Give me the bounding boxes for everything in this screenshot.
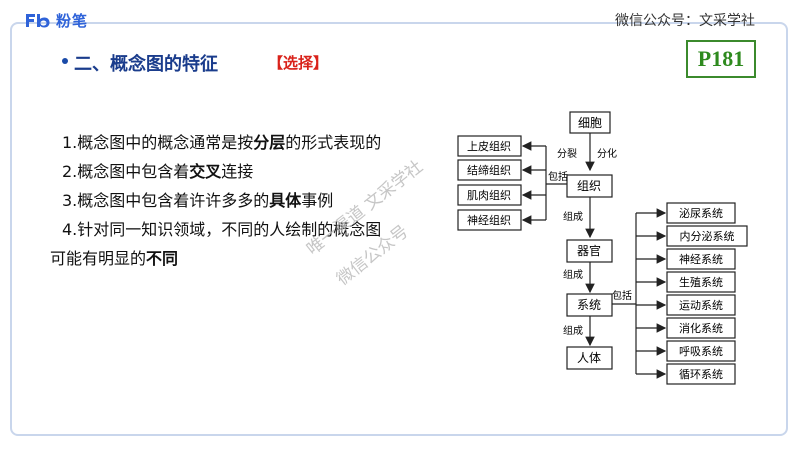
node-system-digestive: 消化系统 — [666, 317, 736, 339]
feature-list: 1.概念图中的概念通常是按分层的形式表现的 2.概念图中包含着交叉连接 3.概念… — [50, 128, 460, 273]
feature-item-4: 4.针对同一知识领域，不同的人绘制的概念图 — [62, 220, 382, 239]
svg-text:生殖系统: 生殖系统 — [679, 275, 723, 289]
question-type-tag: 【选择】 — [268, 54, 329, 72]
feature-item-2: 2.概念图中包含着交叉连接 — [62, 162, 254, 181]
svg-text:结缔组织: 结缔组织 — [467, 163, 511, 177]
svg-text:器官: 器官 — [577, 243, 601, 258]
logo-text: 粉笔 — [56, 11, 89, 30]
node-system-endocrine: 内分泌系统 — [666, 225, 748, 247]
node-tissue-muscle: 肌肉组织 — [457, 184, 522, 206]
svg-text:内分泌系统: 内分泌系统 — [680, 229, 735, 243]
fb-logo-icon — [26, 14, 50, 28]
brand-logo: 粉笔 — [24, 8, 88, 32]
svg-text:呼吸系统: 呼吸系统 — [679, 345, 723, 358]
node-system: 系统 — [566, 293, 613, 317]
edge-label-differentiate: 分化 — [597, 147, 617, 160]
svg-text:循环系统: 循环系统 — [679, 368, 723, 381]
edge-label-form-2: 组成 — [563, 268, 583, 281]
wechat-label: 微信公众号：文采学社 — [615, 13, 755, 29]
keyword-bold: 不同 — [146, 249, 179, 268]
edge-label-split: 分裂 — [557, 147, 577, 160]
node-tissue-nerve: 神经组织 — [457, 209, 522, 231]
edge-label-form-3: 组成 — [563, 324, 583, 337]
svg-text:上皮组织: 上皮组织 — [467, 139, 511, 153]
svg-text:运动系统: 运动系统 — [679, 299, 723, 312]
svg-text:组织: 组织 — [577, 179, 601, 193]
feature-item-3: 3.概念图中包含着许许多多的具体事例 — [62, 191, 334, 210]
keyword-bold: 具体 — [269, 191, 302, 210]
node-tissue-epithelial: 上皮组织 — [457, 135, 522, 157]
keyword-bold: 交叉 — [189, 162, 222, 181]
node-system-locomotor: 运动系统 — [666, 294, 736, 316]
node-system-circulatory: 循环系统 — [666, 363, 736, 385]
svg-text:人体: 人体 — [577, 351, 601, 365]
node-system-urinary: 泌尿系统 — [666, 202, 736, 224]
edge-label-include-tissue: 包括 — [548, 170, 568, 183]
node-system-reproductive: 生殖系统 — [666, 271, 736, 293]
edge-label-form-1: 组成 — [563, 210, 583, 223]
svg-text:细胞: 细胞 — [578, 116, 602, 130]
svg-text:神经组织: 神经组织 — [467, 213, 511, 227]
svg-text:泌尿系统: 泌尿系统 — [679, 207, 723, 220]
svg-text:系统: 系统 — [577, 298, 601, 312]
node-tissue-connective: 结缔组织 — [457, 159, 522, 181]
feature-item-4-cont: 可能有明显的不同 — [50, 249, 179, 268]
page-label: P181 — [686, 40, 756, 78]
node-body: 人体 — [566, 346, 613, 370]
node-tissue: 组织 — [566, 174, 613, 198]
feature-item-1: 1.概念图中的概念通常是按分层的形式表现的 — [62, 133, 382, 152]
svg-text:消化系统: 消化系统 — [679, 321, 723, 335]
edge-label-include-system: 包括 — [612, 289, 632, 302]
node-system-respiratory: 呼吸系统 — [666, 340, 736, 362]
svg-text:神经系统: 神经系统 — [679, 252, 723, 266]
node-cell: 细胞 — [569, 111, 611, 134]
section-title: 二、概念图的特征 — [74, 54, 218, 75]
node-organ: 器官 — [566, 239, 613, 263]
title-bullet — [62, 58, 68, 64]
node-system-nervous: 神经系统 — [666, 248, 736, 270]
svg-text:肌肉组织: 肌肉组织 — [467, 188, 511, 202]
slide-frame — [10, 22, 788, 436]
keyword-bold: 分层 — [253, 133, 286, 152]
